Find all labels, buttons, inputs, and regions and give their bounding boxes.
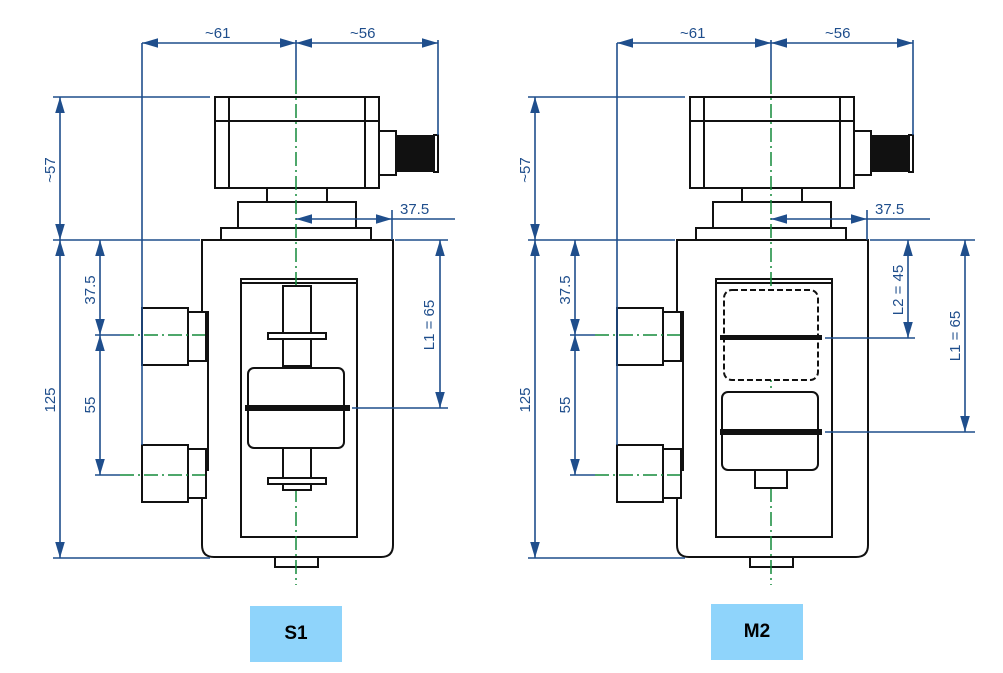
variant-label-m2: M2 [711, 604, 803, 660]
dim-l1: L1 = 65 [421, 300, 438, 350]
drawing-m2 [528, 40, 975, 585]
dim-flange: 37.5 [875, 201, 904, 218]
dim-left-width: ~61 [680, 25, 705, 42]
variant-label-s1: S1 [250, 606, 342, 662]
dim-port-spacing: 55 [557, 397, 574, 414]
dim-head-height: ~57 [517, 157, 534, 182]
dim-left-width: ~61 [205, 25, 230, 42]
dim-port-spacing: 55 [82, 397, 99, 414]
floats-m2 [720, 289, 822, 489]
dim-head-height: ~57 [42, 157, 59, 182]
dim-port-offset: 37.5 [82, 275, 99, 304]
dim-right-width: ~56 [825, 25, 850, 42]
dim-port-offset: 37.5 [557, 275, 574, 304]
dim-body-height: 125 [42, 387, 59, 412]
drawing-s1 [53, 40, 455, 585]
dim-right-width: ~56 [350, 25, 375, 42]
float-s1 [245, 285, 350, 491]
dim-l2: L2 = 45 [890, 265, 907, 315]
dim-body-height: 125 [517, 387, 534, 412]
dim-l1: L1 = 65 [947, 311, 964, 361]
dim-flange: 37.5 [400, 201, 429, 218]
